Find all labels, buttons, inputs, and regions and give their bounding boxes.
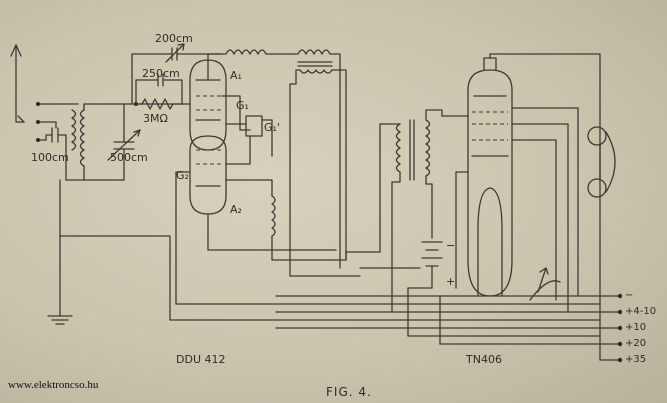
label-battery-plus: + <box>446 275 456 288</box>
label-grid-g2: G₂ <box>176 169 189 182</box>
supply-bus <box>275 295 619 361</box>
tube-ddu412 <box>175 53 601 305</box>
grid-battery <box>359 241 601 337</box>
terminal-label-35: +35 <box>625 354 647 365</box>
watermark-url: www.elektroncso.hu <box>8 379 99 391</box>
terminal-connectors <box>617 293 623 363</box>
plate-coils <box>219 49 361 277</box>
tube2-label: TN406 <box>466 353 502 366</box>
input-circuit <box>36 102 601 325</box>
label-cap-200cm: 200cm <box>155 32 193 45</box>
figure-caption: FIG. 4. <box>326 385 372 399</box>
label-cap-250cm: 250cm <box>142 67 180 80</box>
tube-tn406 <box>441 53 601 313</box>
tube1-label: DDU 412 <box>176 353 226 366</box>
label-anode-a2: A₂ <box>230 203 242 216</box>
label-grid-g1-prime: G₁' <box>264 121 280 134</box>
terminal-label-20: +20 <box>625 338 647 349</box>
terminal-label-minus: − <box>625 290 634 301</box>
antenna-symbol <box>10 44 25 123</box>
headphone <box>587 126 616 198</box>
terminal-label-4-10: +4-10 <box>625 306 657 317</box>
label-resistor-3mohm: 3MΩ <box>143 112 168 125</box>
coupling-transformer <box>345 109 601 313</box>
label-cap-100cm: 100cm <box>31 151 69 164</box>
label-battery-minus: − <box>446 239 456 252</box>
label-grid-g1: G₁ <box>236 99 249 112</box>
terminal-label-10: +10 <box>625 322 647 333</box>
label-anode-a1: A₁ <box>230 69 242 82</box>
label-cap-500cm: 500cm <box>110 151 148 164</box>
